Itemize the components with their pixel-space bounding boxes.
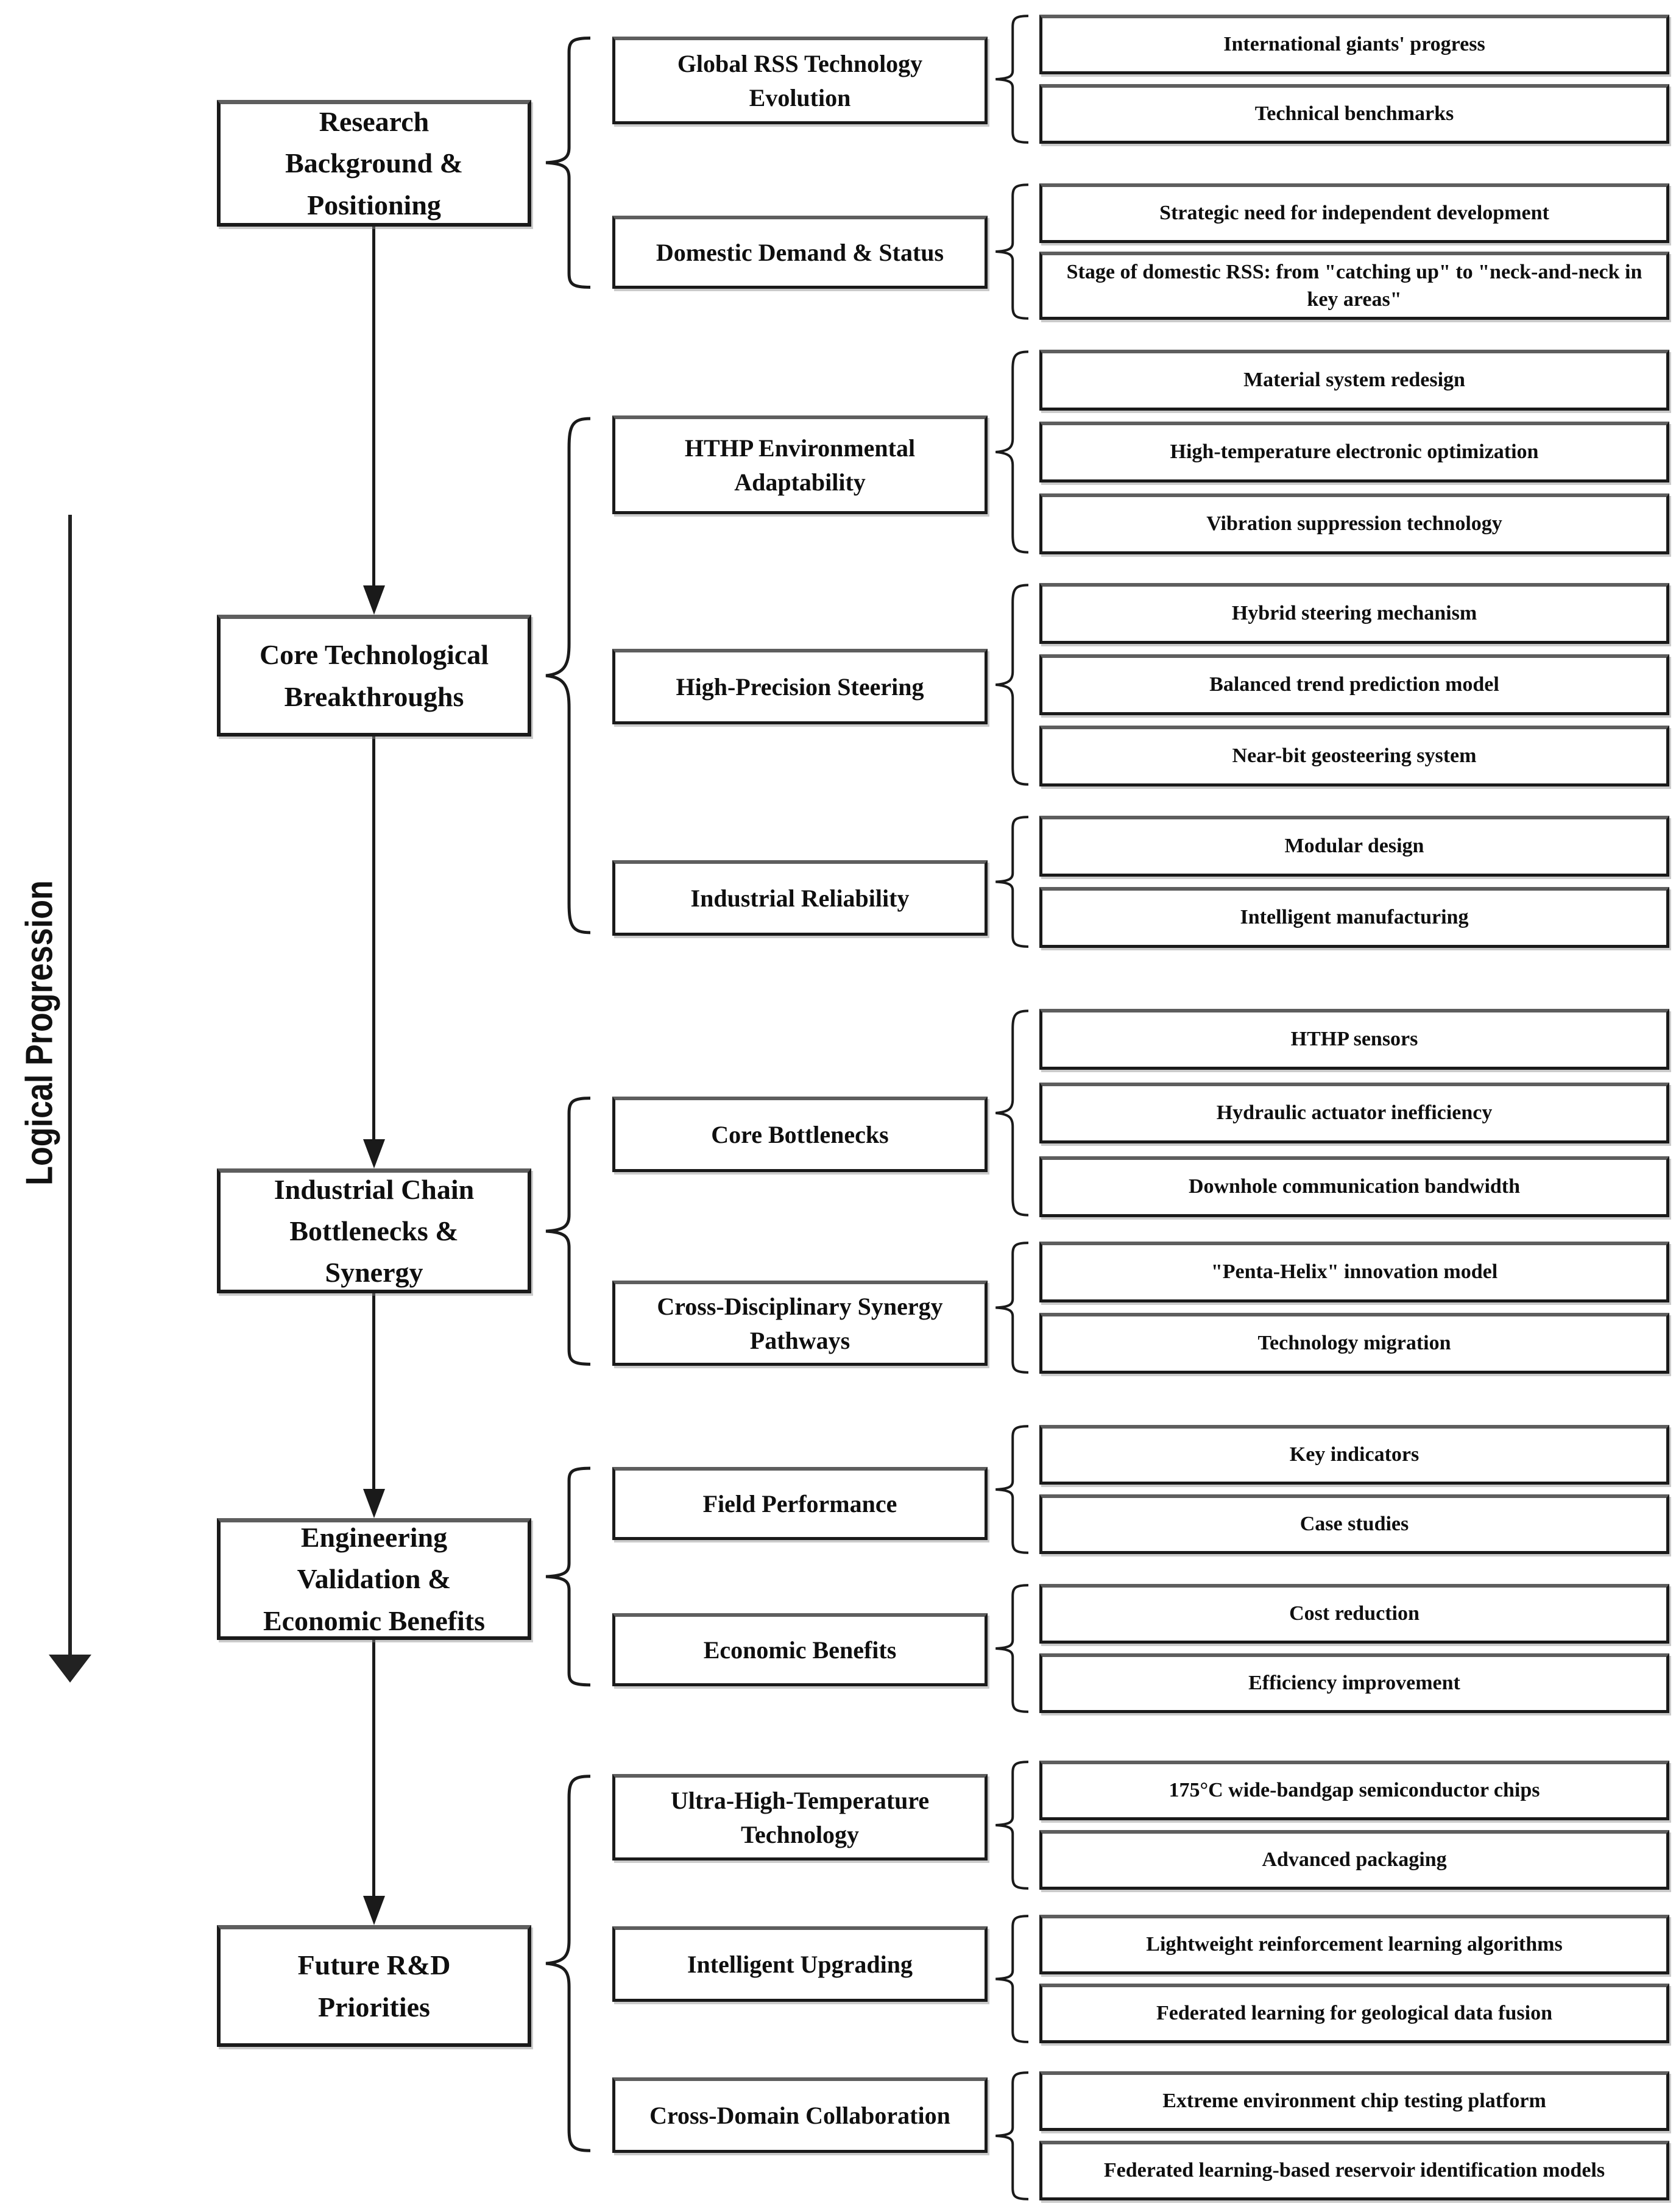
progression-arrow-line [68, 515, 72, 1655]
brace-icon [544, 1467, 590, 1686]
sub-box-cross-disciplinary: Cross-Disciplinary Synergy Pathways [612, 1281, 988, 1366]
progression-arrowhead-icon [49, 1655, 91, 1683]
main-box-research-background: Research Background & Positioning [217, 100, 531, 227]
flow-arrowhead-icon [363, 1896, 385, 1925]
sub-box-hthp-adaptability: HTHP Environmental Adaptability [612, 415, 988, 514]
leaf-box: Technology migration [1039, 1313, 1669, 1374]
brace-icon [544, 1097, 590, 1366]
brace-icon [994, 1009, 1028, 1217]
leaf-box: Technical benchmarks [1039, 84, 1669, 144]
leaf-box: Balanced trend prediction model [1039, 654, 1669, 715]
brace-icon [994, 1761, 1028, 1890]
brace-icon [994, 1425, 1028, 1554]
leaf-box: Federated learning for geological data f… [1039, 1984, 1669, 2043]
leaf-box: Modular design [1039, 816, 1669, 877]
brace-icon [994, 1242, 1028, 1374]
leaf-box: "Penta-Helix" innovation model [1039, 1242, 1669, 1302]
flow-arrow-line [372, 737, 375, 1140]
brace-icon [544, 37, 590, 289]
sub-box-high-precision-steering: High-Precision Steering [612, 649, 988, 724]
sub-box-ultra-high-temp: Ultra-High-Temperature Technology [612, 1774, 988, 1860]
leaf-box: Efficiency improvement [1039, 1653, 1669, 1713]
flow-arrow-line [372, 227, 375, 586]
brace-icon [994, 350, 1028, 554]
progression-label: Logical Progression [0, 810, 79, 1255]
sub-box-core-bottlenecks: Core Bottlenecks [612, 1097, 988, 1172]
leaf-box: 175°C wide-bandgap semiconductor chips [1039, 1761, 1669, 1820]
leaf-box: Strategic need for independent developme… [1039, 183, 1669, 243]
sub-box-field-performance: Field Performance [612, 1467, 988, 1540]
leaf-box: HTHP sensors [1039, 1009, 1669, 1070]
main-box-future-rd: Future R&D Priorities [217, 1925, 531, 2047]
flow-arrow-line [372, 1293, 375, 1490]
main-box-core-breakthroughs: Core Technological Breakthroughs [217, 615, 531, 737]
leaf-box: Stage of domestic RSS: from "catching up… [1039, 252, 1669, 320]
leaf-box: Material system redesign [1039, 350, 1669, 411]
sub-box-global-rss: Global RSS Technology Evolution [612, 37, 988, 124]
leaf-box: Advanced packaging [1039, 1830, 1669, 1890]
leaf-box: Near-bit geosteering system [1039, 726, 1669, 786]
brace-icon [544, 1774, 590, 2153]
sub-box-economic-benefits: Economic Benefits [612, 1613, 988, 1686]
flow-arrowhead-icon [363, 1139, 385, 1168]
main-box-industrial-chain: Industrial Chain Bottlenecks & Synergy [217, 1168, 531, 1293]
leaf-box: Vibration suppression technology [1039, 493, 1669, 554]
sub-box-cross-domain: Cross-Domain Collaboration [612, 2077, 988, 2153]
brace-icon [994, 2071, 1028, 2200]
leaf-box: Downhole communication bandwidth [1039, 1156, 1669, 1217]
sub-box-domestic-demand: Domestic Demand & Status [612, 216, 988, 289]
brace-icon [544, 415, 590, 936]
leaf-box: Lightweight reinforcement learning algor… [1039, 1915, 1669, 1974]
sub-box-intelligent-upgrading: Intelligent Upgrading [612, 1926, 988, 2002]
flow-arrowhead-icon [363, 1489, 385, 1518]
leaf-box: Key indicators [1039, 1425, 1669, 1485]
progression-label-text: Logical Progression [18, 880, 61, 1186]
flow-arrowhead-icon [363, 585, 385, 615]
sub-box-industrial-reliability: Industrial Reliability [612, 860, 988, 936]
brace-icon [994, 15, 1028, 144]
leaf-box: International giants' progress [1039, 15, 1669, 74]
flow-arrow-line [372, 1640, 375, 1896]
brace-icon [994, 1915, 1028, 2043]
brace-icon [994, 583, 1028, 786]
leaf-box: Case studies [1039, 1494, 1669, 1554]
leaf-box: Intelligent manufacturing [1039, 887, 1669, 948]
leaf-box: High-temperature electronic optimization [1039, 422, 1669, 482]
main-box-engineering-validation: Engineering Validation & Economic Benefi… [217, 1518, 531, 1640]
brace-icon [994, 1584, 1028, 1713]
leaf-box: Hybrid steering mechanism [1039, 583, 1669, 644]
leaf-box: Cost reduction [1039, 1584, 1669, 1644]
leaf-box: Federated learning-based reservoir ident… [1039, 2141, 1669, 2200]
leaf-box: Hydraulic actuator inefficiency [1039, 1083, 1669, 1143]
brace-icon [994, 183, 1028, 320]
brace-icon [994, 816, 1028, 948]
leaf-box: Extreme environment chip testing platfor… [1039, 2071, 1669, 2131]
